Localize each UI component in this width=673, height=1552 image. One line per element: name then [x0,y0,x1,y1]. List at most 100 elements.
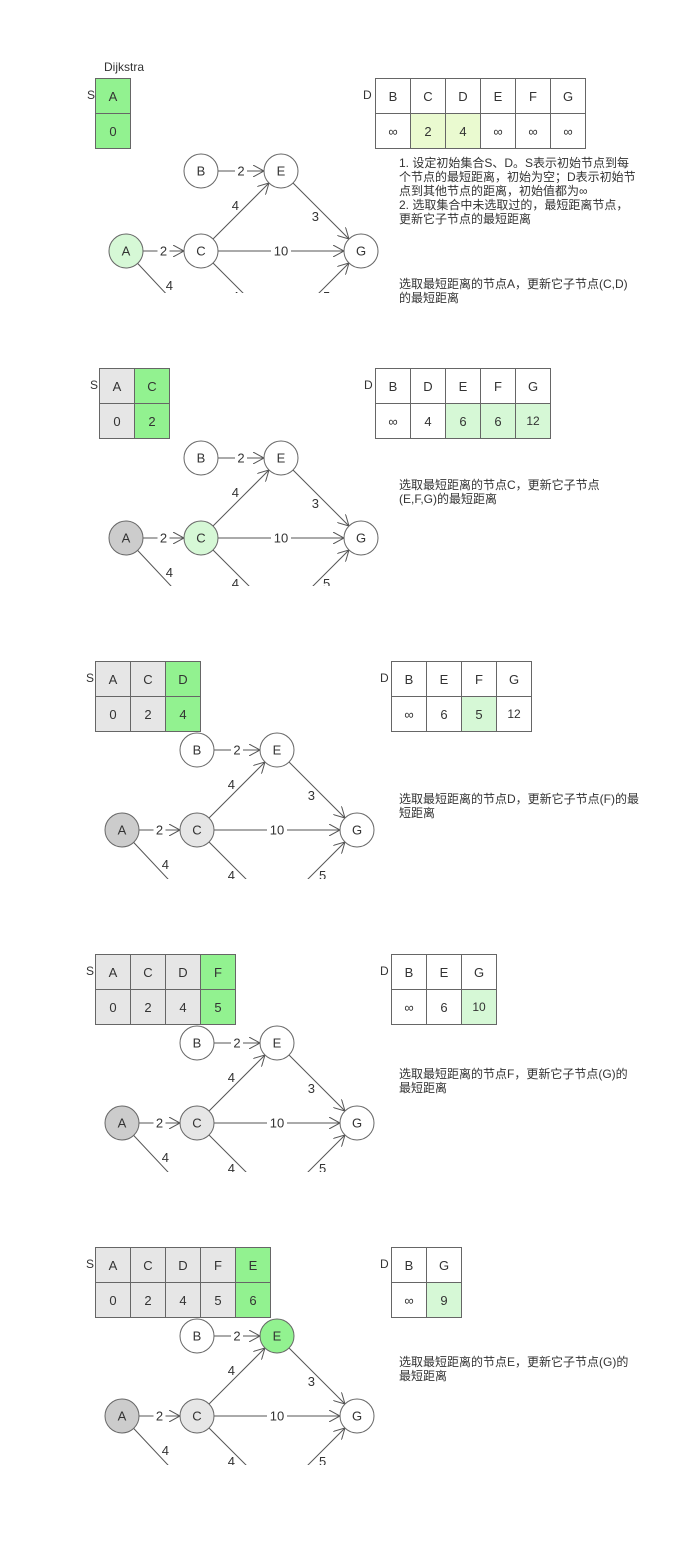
edge-C-E [212,183,269,240]
s-node-cell: C [134,368,170,404]
edge-weight-label: 3 [308,788,315,803]
step-description: 选取最短距离的节点C，更新它子节点(E,F,G)的最短距离 [399,478,600,506]
edge-weight-label: 2 [233,743,240,758]
graph-node-B [183,440,219,476]
edge-E-G [288,1347,345,1404]
s-dist-cell: 2 [130,696,166,732]
graph-node-label: E [273,1329,282,1344]
graph-node-B [179,1318,215,1354]
graph-node-label: G [356,531,366,546]
edge-label-bg [267,1116,287,1130]
graph-node-label: G [352,1116,362,1131]
edge-weight-label: 3 [312,209,319,224]
s-node-cell: A [95,1247,131,1283]
edge-weight-label: 4 [228,1454,235,1465]
d-dist-cell: 12 [496,696,532,732]
d-node-cell: E [426,954,462,990]
graph: 2244104315ABCDEFG [108,440,379,586]
s-dist-cell: 4 [165,989,201,1025]
edge-F-G [307,842,345,879]
graph-node-label: C [192,823,201,838]
edge-weight-label: 2 [156,1116,163,1131]
d-node-cell: B [391,1247,427,1283]
s-dist-cell: 2 [130,989,166,1025]
edge-weight-label: 5 [323,289,330,293]
graph-node-label: B [193,1329,202,1344]
edge-label-bg [235,164,247,178]
graph-node-label: A [118,1409,127,1424]
s-node-cell: F [200,1247,236,1283]
edge-label-bg [157,531,170,545]
edge-weight-label: 10 [270,823,284,838]
diagram-title: Dijkstra [104,60,145,74]
graph-node-label: C [192,1409,201,1424]
edge-weight-label: 4 [162,1443,169,1458]
step-description: 选取最短距离的节点F，更新它子节点(G)的最短距离 [399,1067,628,1095]
edge-C-E [212,470,269,527]
graph-node-label: C [192,1116,201,1131]
step-1: S A 0 D B C D E F G ∞ 2 4 ∞ ∞ ∞ 1. 设定初始集… [0,0,673,305]
d-dist-cell: 12 [515,403,551,439]
edge-weight-label: 10 [274,531,288,546]
edge-weight-label: 10 [270,1116,284,1131]
graph-node-G [339,1398,375,1434]
graph-node-E [263,440,299,476]
graph-node-label: A [122,531,131,546]
s-node-cell: C [130,1247,166,1283]
d-dist-cell: ∞ [391,989,427,1025]
graph-node-label: G [352,823,362,838]
edge-E-G [292,469,349,526]
edge-weight-label: 4 [232,198,239,213]
graph-node-G [339,812,375,848]
graph: 2244104315ABCDEFG [104,1318,375,1465]
edge-label-bg [231,1036,243,1050]
edge-weight-label: 10 [274,244,288,259]
graph-node-A [108,520,144,556]
edge-weight-label: 4 [166,565,173,580]
edge-E-G [288,1054,345,1111]
edge-weight-label: 4 [232,289,239,293]
s-set-table: A C 0 2 [99,368,170,439]
graph-node-E [259,1025,295,1061]
d-dist-cell: ∞ [391,1282,427,1318]
s-dist-cell: 0 [95,989,131,1025]
s-set-label: S [86,1257,95,1271]
graph: 2244104315ABCDEFG [104,1025,375,1172]
edge-weight-label: 5 [319,1454,326,1465]
step-5: S A C D F E 0 2 4 5 6 D B G ∞ 9 选取最短距离的节… [0,1172,673,1465]
edge-label-bg [235,451,247,465]
edge-weight-label: 3 [308,1374,315,1389]
edge-C-F [208,1427,247,1465]
d-node-cell: D [445,78,481,114]
graph-node-G [343,233,379,269]
edge-weight-label: 3 [308,1081,315,1096]
edge-C-E [208,1348,265,1405]
edge-weight-label: 4 [162,1150,169,1165]
edge-weight-label: 4 [228,1161,235,1172]
s-dist-cell: 2 [130,1282,166,1318]
edge-weight-label: 5 [319,1161,326,1172]
s-node-cell: A [95,661,131,697]
d-dist-cell: 6 [426,696,462,732]
s-set-table: A 0 [95,78,131,149]
edge-weight-label: 2 [233,1329,240,1344]
edge-C-F [212,549,250,586]
d-dist-cell: ∞ [375,113,411,149]
edge-weight-label: 4 [232,576,239,586]
edge-label-bg [231,1329,243,1343]
edge-label-bg [231,743,243,757]
graph-node-label: B [197,451,206,466]
d-node-cell: F [515,78,551,114]
graph-node-A [104,1398,140,1434]
graph-node-label: A [118,1116,127,1131]
edge-F-G [307,1428,345,1465]
graph-node-label: G [352,1409,362,1424]
graph-node-label: A [122,244,131,259]
step-4: S A C D F 0 2 4 5 D B E G ∞ 6 10 选取最短距离的… [0,879,673,1172]
d-set-label: D [363,88,372,102]
graph-node-E [259,732,295,768]
edge-F-G [307,1135,345,1172]
d-dist-cell: 6 [426,989,462,1025]
edge-weight-label: 4 [162,857,169,872]
edge-label-bg [267,823,287,837]
